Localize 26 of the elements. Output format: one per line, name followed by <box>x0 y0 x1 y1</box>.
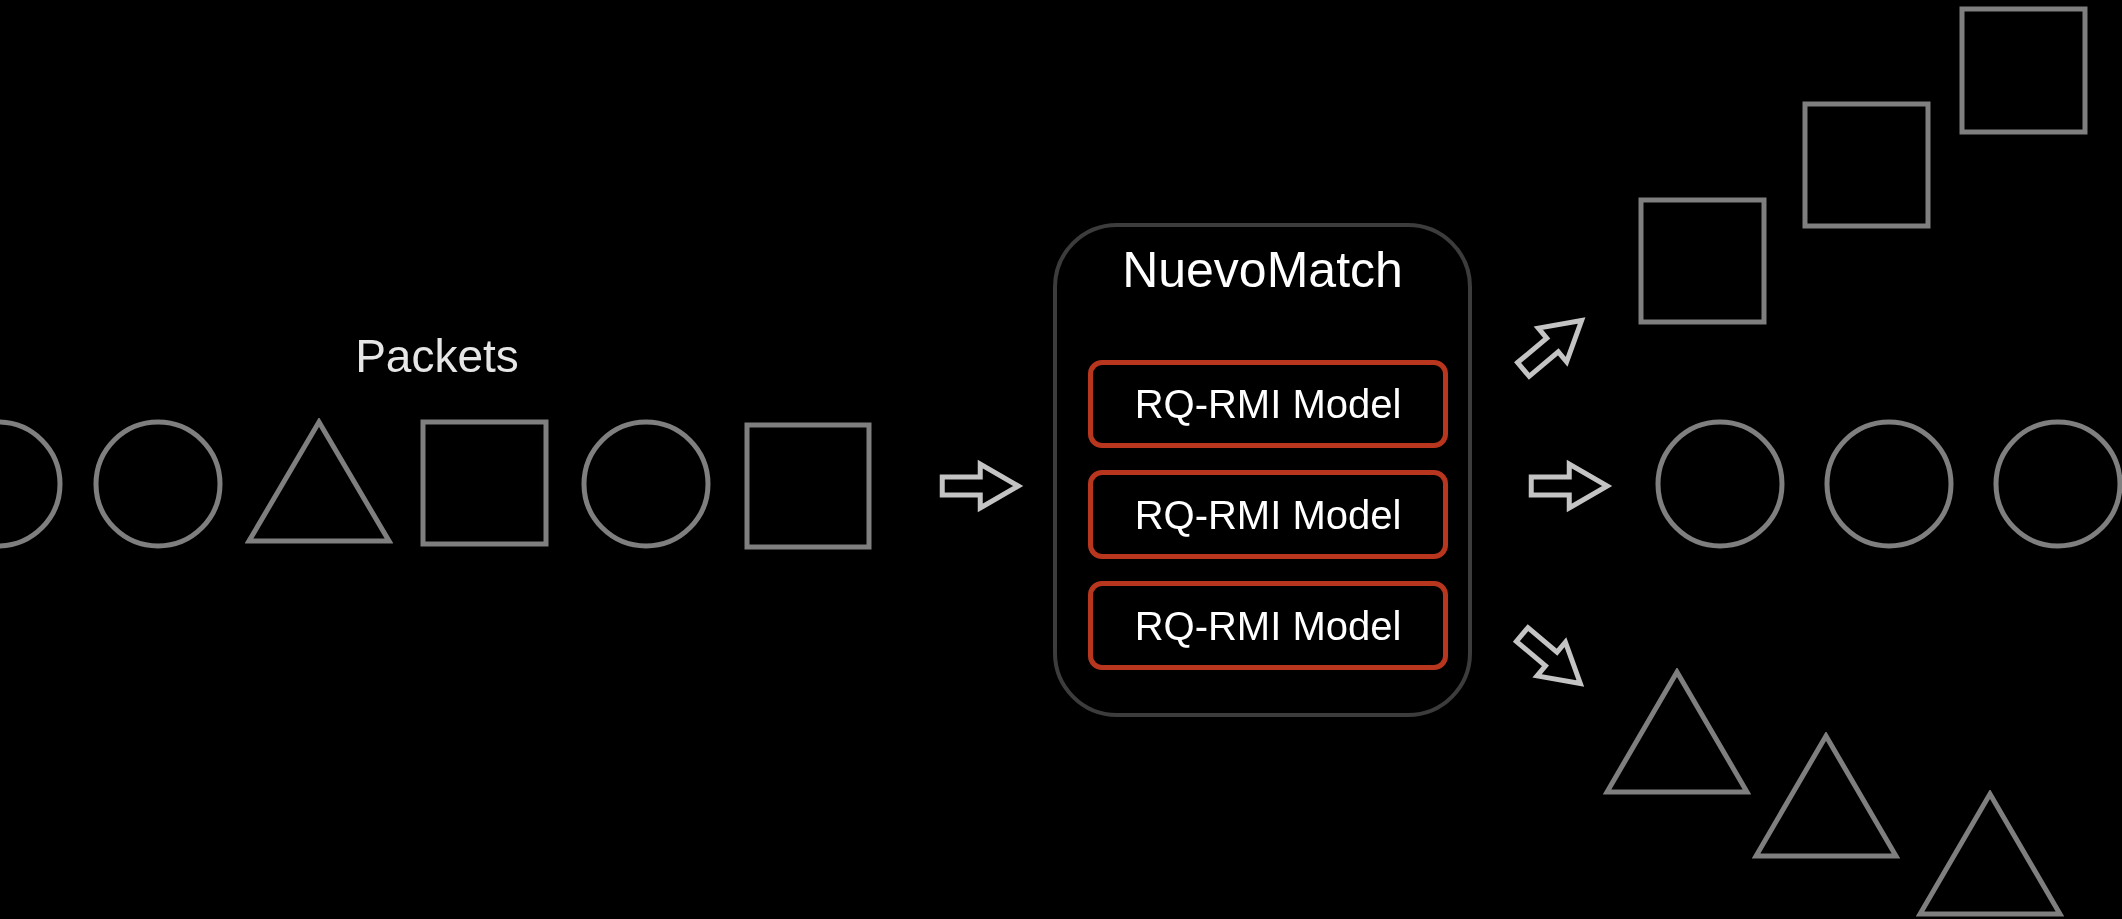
triangle-shape <box>1603 668 1751 795</box>
system-title: NuevoMatch <box>1121 241 1404 300</box>
box-shape <box>1959 6 2088 135</box>
triangle-shape <box>245 418 393 544</box>
model-box <box>1088 470 1448 559</box>
circle-shape <box>581 419 711 549</box>
box-shape <box>1802 101 1931 229</box>
model-label: RQ-RMI Model <box>1134 381 1402 428</box>
box-shape <box>420 419 549 547</box>
triangle-shape <box>1752 732 1900 859</box>
block-arrow <box>1512 624 1585 687</box>
block-arrow <box>939 459 1024 513</box>
group-label: Packets <box>354 329 520 384</box>
model-box <box>1088 581 1448 670</box>
circle-shape <box>1824 419 1954 549</box>
model-label: RQ-RMI Model <box>1134 491 1402 539</box>
block-arrow <box>1528 459 1613 513</box>
box-shape <box>1638 197 1767 325</box>
block-arrow <box>1514 317 1586 380</box>
circle-shape <box>93 419 223 549</box>
model-box <box>1088 360 1448 448</box>
triangle-shape <box>1916 790 2064 917</box>
model-label: RQ-RMI Model <box>1134 602 1402 650</box>
box-shape <box>744 422 872 550</box>
circle-shape <box>1655 419 1785 549</box>
system-container <box>1053 223 1472 717</box>
